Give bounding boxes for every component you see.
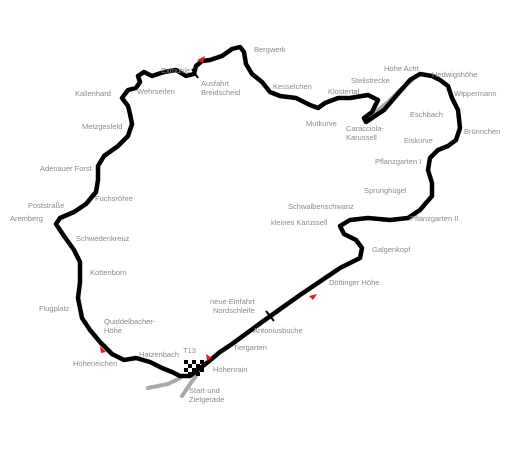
checkered-flag-icon <box>184 360 204 376</box>
label-kesselchen: Kesselchen <box>273 82 312 91</box>
label-eschbach: Eschbach <box>410 110 443 119</box>
tick-nordschleife-entry <box>265 310 275 322</box>
label-hatzenbach: Hatzenbach <box>139 350 180 359</box>
label-hedwigshoehe: Hedwigshöhe <box>432 70 478 79</box>
flag-square <box>188 364 192 368</box>
label-schwalbenschwanz: Schwalbenschwanz <box>288 202 354 211</box>
label-eiskurve: Eiskurve <box>404 136 433 145</box>
label-bergwerk: Bergwerk <box>254 45 286 54</box>
label-pflanzgarten-1: Pflanzgarten I <box>375 157 422 166</box>
label-fuchsroehre: Fuchsröhre <box>95 194 133 203</box>
label-steilstrecke: Steilstrecke <box>351 76 390 85</box>
label-mutkurve: Mutkurve <box>306 119 337 128</box>
flag-square <box>192 368 196 372</box>
label-tiergarten: Tiergarten <box>233 343 267 352</box>
label-pflanzgarten-2: Pflanzgarten II <box>410 214 459 223</box>
label-bruennchen: Brünnchen <box>464 127 501 136</box>
label-klostertal: Klostertal <box>328 87 360 96</box>
label-aremberg: Aremberg <box>10 214 43 223</box>
flag-square <box>192 360 196 364</box>
flag-square <box>200 368 204 372</box>
track-outline <box>53 44 463 379</box>
label-poststrasse: Poststraße <box>28 201 65 210</box>
label-kallenhard: Kallenhard <box>75 89 111 98</box>
direction-markers <box>100 56 317 361</box>
label-adenauer-forst: Adenauer Forst <box>40 164 92 173</box>
label-ausfahrt-breidscheid: Ausfahrt Breidscheid <box>201 79 241 97</box>
label-start-und-zielgerade: Start-und Zielgerade <box>189 386 225 404</box>
flag-square <box>184 360 188 364</box>
label-schwedenkreuz: Schwedenkreuz <box>76 234 130 243</box>
label-kottenborn: Kottenborn <box>90 268 127 277</box>
flag-square <box>200 360 204 364</box>
label-kleines-karussell: kleines Karussell <box>271 218 328 227</box>
label-metzgesfeld: Metzgesfeld <box>82 122 123 131</box>
direction-arrow-icon <box>100 346 106 353</box>
flag-square <box>184 368 188 372</box>
label-sprunghuegel: Sprunghügel <box>364 186 407 195</box>
label-exmuehle: Exmühle <box>161 66 191 75</box>
label-flugplatz: Flugplatz <box>39 304 70 313</box>
label-t13: T13 <box>183 346 196 355</box>
connector-road-start-west <box>146 376 182 390</box>
label-caracciola-karussell: Caracciola- Karussell <box>346 124 384 142</box>
label-wippermann: Wippermann <box>454 89 497 98</box>
label-antoniusbuche: Antoniusbuche <box>253 326 303 335</box>
direction-arrow-icon <box>309 294 317 300</box>
direction-arrow-icon <box>197 56 205 63</box>
label-galgenkopf: Galgenkopf <box>372 245 411 254</box>
flag-square <box>196 364 200 368</box>
label-hoheneichen: Hoheneichen <box>73 359 118 368</box>
label-neue-einfahrt: neue Einfahrt Nordschleife <box>210 297 255 315</box>
connector-road-start-south <box>180 374 198 398</box>
tick-ausfahrt-breidscheid <box>191 68 199 79</box>
label-doettinger-hoehe: Döttinger Höhe <box>329 278 380 287</box>
flag-square <box>188 372 192 376</box>
direction-arrow-icon <box>206 354 212 361</box>
label-hohenrain: Hohenrain <box>213 365 248 374</box>
crossing-ticks <box>191 68 275 322</box>
label-quiddelbacher-hoehe: Quiddelbacher- Höhe <box>104 317 156 335</box>
flag-square <box>196 372 200 376</box>
label-wehrseifen: Wehrseifen <box>137 87 175 96</box>
label-hohe-acht: Hohe Acht <box>384 64 419 73</box>
